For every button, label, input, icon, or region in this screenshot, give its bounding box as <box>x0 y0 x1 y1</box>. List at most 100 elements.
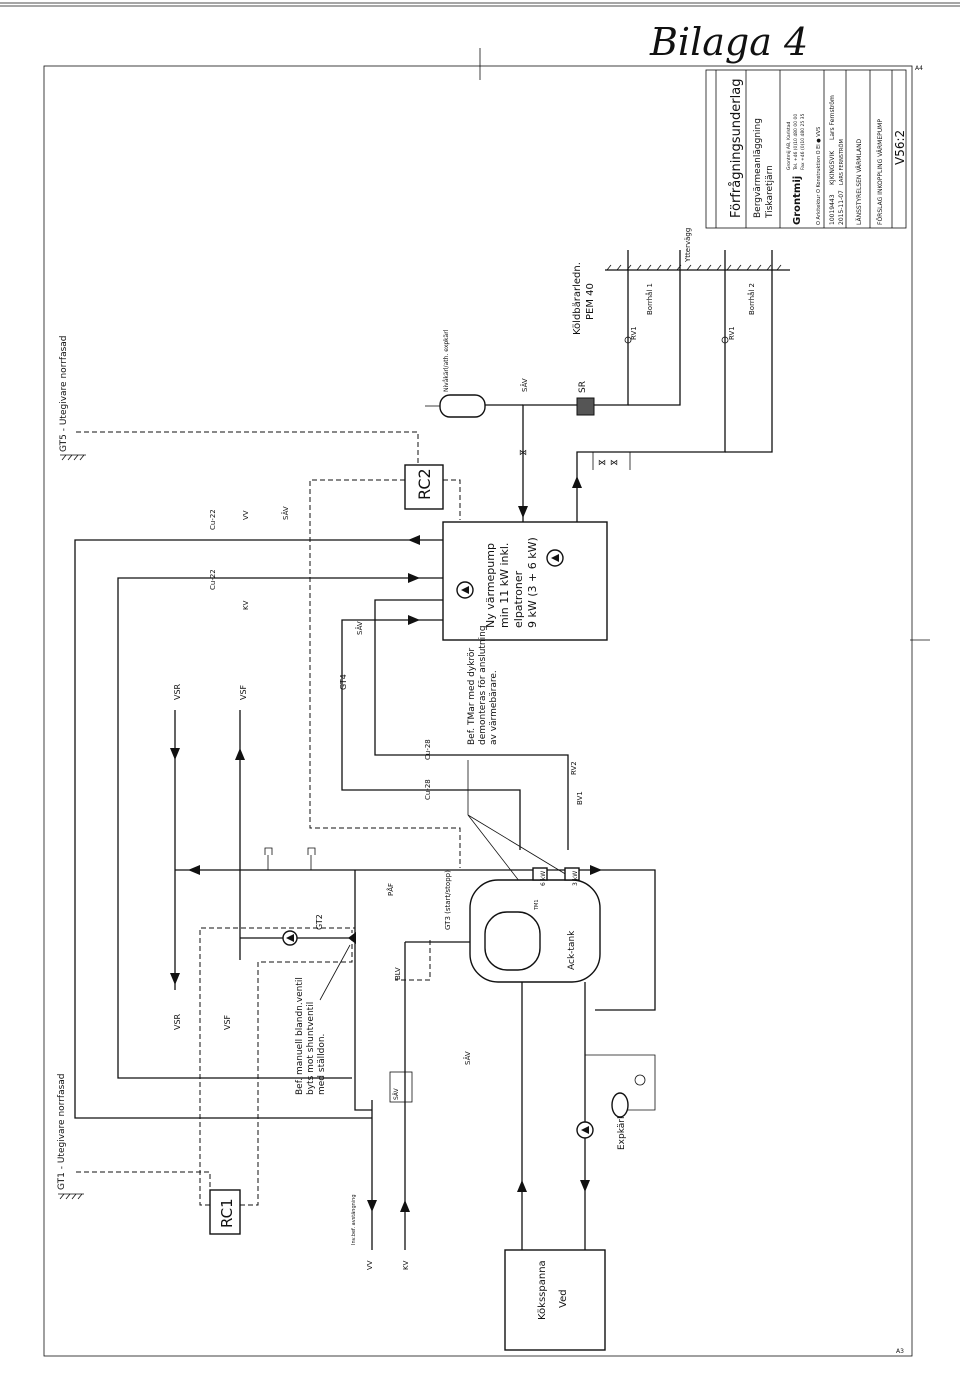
shutoff-label: Inv.bef. avstängning <box>351 1194 357 1245</box>
flow-arrow-icon <box>408 535 420 545</box>
flow-arrow-icon <box>170 973 180 985</box>
kitchen-stove-line1: Köksspanna <box>537 1260 548 1320</box>
sheet-size-mark-top: A4 <box>915 65 923 72</box>
gt1-signal-line <box>76 1171 211 1195</box>
vv-label-top: VV <box>242 510 250 520</box>
rc2-heatpump-line <box>443 479 461 520</box>
borehole2-label: Borrhål 2 <box>747 283 756 315</box>
cu22-label-b: Cu-22 <box>209 569 217 590</box>
strainer-sr-icon <box>576 397 595 416</box>
top-header-line <box>175 869 656 1011</box>
expansion-vessel-open <box>439 394 486 418</box>
rv2-label: RV2 <box>570 761 578 775</box>
paf-label: PÅF <box>386 883 395 896</box>
kitchen-stove <box>504 1249 606 1351</box>
flow-arrow-icon <box>408 615 420 625</box>
cu22-label-a: Cu-22 <box>209 509 217 530</box>
sr-label: SR <box>578 381 588 393</box>
sav-label-5: SÄV <box>463 1051 472 1065</box>
heat-pump-unit <box>442 521 608 641</box>
bv1-label: BV1 <box>576 791 584 805</box>
flow-arrow-icon <box>235 748 245 760</box>
drawing-number: V56:2 <box>893 130 907 165</box>
ackutank-label: Ack-tank <box>567 930 577 970</box>
flow-arrow-icon <box>572 476 582 488</box>
heatpump-line1: Ny värmepump <box>484 543 497 628</box>
controller-rc1 <box>209 1189 241 1235</box>
company-fax: Fax +46 (0)10 480 25 35 <box>800 113 806 170</box>
gt2-label: GT2 <box>315 914 324 930</box>
project-line1: Bergvärmeanläggning <box>753 118 763 218</box>
expansion-vessel-closed <box>611 1092 629 1118</box>
vv-label-bottom: VV <box>366 1260 374 1270</box>
outdoor-sensor-gt5: GT5 - Utegivare norrfasad <box>59 335 86 461</box>
rc1-control-line <box>240 930 353 1206</box>
vent-icon <box>307 847 316 855</box>
sheet-size-mark-bottom: A3 <box>896 1348 904 1355</box>
granskare: Lars Fernström <box>829 95 836 140</box>
tm-label: TM1 <box>534 899 540 911</box>
outdoor-sensor-gt1: GT1 - Utegivare norrfasad <box>57 1073 84 1200</box>
note-blandventil-line2: byts mot shuntventil <box>306 1002 316 1095</box>
borehole1-return <box>628 270 681 406</box>
heatpump-line4: 9 kW (3 + 6 kW) <box>526 537 539 628</box>
gt5-label: GT5 - Utegivare norrfasad <box>59 335 69 452</box>
tank-inner-coil <box>484 911 541 971</box>
brine-line-label: Köldbärarledn. <box>572 262 583 335</box>
borehole2-return <box>725 270 773 453</box>
rc1-label: RC1 <box>218 1198 236 1228</box>
pump-arrow-icon <box>581 1126 589 1134</box>
project-line2: Tiskaretjärn <box>765 165 775 219</box>
note-tmar-line1: Bef. TMar med dykrör <box>467 648 477 745</box>
datum: 2015-11-07 <box>838 190 845 225</box>
kw3-label: 3 kW <box>572 871 579 886</box>
drawing-title: FÖRSLAG INKOPPLING VÄRMEPUMP <box>877 119 884 225</box>
client-name: LÄNSSTYRELSEN VÄRMLAND <box>856 138 863 225</box>
hp-return-line <box>117 577 443 1079</box>
flow-arrow-icon <box>188 865 200 875</box>
flow-arrow-icon <box>517 1180 527 1192</box>
borehole1-label: Borrhål 1 <box>645 283 654 315</box>
expkarl-label: Expkärl <box>617 1117 627 1151</box>
pem-label: PEM 40 <box>585 283 596 320</box>
cu28-label-a: Cu-28 <box>424 739 432 760</box>
disciplines-row: O Arkitektur O Konstruktion O El ● VVS <box>816 127 822 225</box>
note-tmar-line2: demonteras för anslutning <box>478 625 488 745</box>
uppdragsnr: 10019443 <box>829 194 836 225</box>
gt3-signal-line <box>395 940 431 981</box>
kv-label-bottom: KV <box>402 1260 410 1270</box>
sav-label-3: SÄV <box>281 506 290 520</box>
flow-arrow-icon <box>400 1200 410 1212</box>
blv-label: BLV <box>394 967 402 980</box>
doc-type-label: Förfrågningsunderlag <box>729 79 744 218</box>
vsf-label-bottom: VSF <box>223 1014 232 1030</box>
expansion-line <box>585 1054 656 1111</box>
mixing-valve-box <box>389 1071 413 1103</box>
vsr-label-top: VSR <box>173 683 182 700</box>
vsf-label-top: VSF <box>239 684 248 700</box>
vent-icon <box>264 847 273 855</box>
rc2-label: RC2 <box>415 468 434 500</box>
flow-arrow-icon <box>580 1180 590 1192</box>
gt5-signal-line <box>76 431 419 475</box>
vsr-label-bottom: VSR <box>173 1013 182 1030</box>
balancing-valve-icon <box>721 336 729 344</box>
rc1-shunt-line <box>199 927 355 1206</box>
note-blandventil-line3: med ställdon. <box>317 1034 327 1095</box>
gt3-label: GT3 (start/stopp) <box>444 870 452 930</box>
company-phone: Tel. +46 (0)10 480 00 00 <box>793 114 799 171</box>
company-office: Grontmij AB, Karlstad <box>786 121 792 170</box>
note-blandventil-line1: Bef. manuell blandn.ventil <box>295 977 305 1095</box>
immersion-heater-6kw <box>532 867 548 881</box>
flow-arrow-icon <box>518 506 528 518</box>
sav-label-4: SÄV <box>393 1087 400 1100</box>
kv-label-top: KV <box>242 600 250 610</box>
valve-icon: ⋈ <box>598 458 606 467</box>
wall-hatching <box>606 264 782 271</box>
shunt-vertical <box>354 870 372 1111</box>
cu28-label-b: Cu-28 <box>424 779 432 800</box>
handlaggare: KJKINGSVIK <box>829 150 836 185</box>
drawing-frame <box>43 65 913 1357</box>
pump-arrow-icon <box>286 934 294 942</box>
